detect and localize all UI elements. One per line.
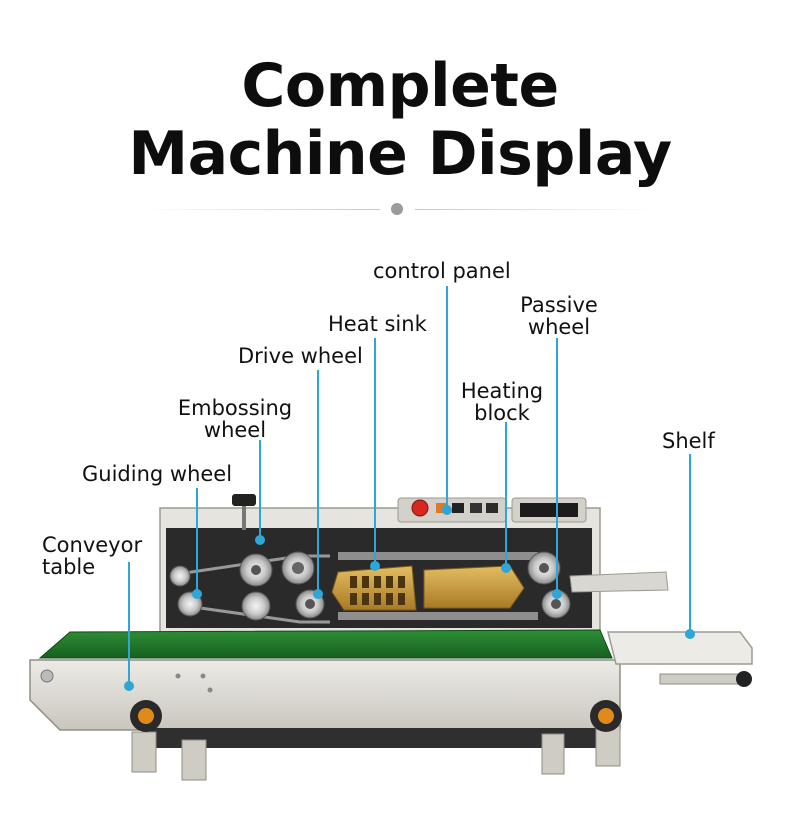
page-title-line-1: Complete: [241, 51, 559, 121]
title-divider-left: [140, 209, 380, 210]
label-embossing-wheel: Embossing wheel: [172, 397, 298, 441]
label-passive-wheel-line2: wheel: [527, 315, 591, 339]
conveyor-table: [29, 629, 753, 781]
label-drive-wheel: Drive wheel: [238, 344, 363, 368]
leader-dots: [124, 505, 695, 691]
label-heating-block-line1: Heating: [460, 379, 544, 403]
label-control-panel: control panel: [373, 259, 511, 283]
label-shelf: Shelf: [662, 429, 715, 453]
heat-sink: [331, 565, 417, 611]
tension-knob: [232, 494, 256, 530]
page-title-line-2: Machine Display: [128, 119, 672, 189]
title-divider-dot: [391, 203, 403, 215]
label-passive-wheel-line1: Passive: [520, 293, 598, 317]
height-adjust-knobs: [130, 700, 622, 732]
label-heating-block-line2: block: [474, 401, 530, 425]
label-conveyor-table: Conveyor table: [42, 534, 142, 578]
leader-lines: [128, 286, 691, 686]
heating-block: [338, 552, 538, 620]
wheels: [169, 551, 571, 621]
control-panel: [411, 499, 498, 517]
label-passive-wheel: Passive wheel: [516, 294, 602, 338]
label-guiding-wheel: Guiding wheel: [82, 462, 233, 486]
label-heating-block: Heating block: [454, 380, 550, 424]
label-heat-sink: Heat sink: [328, 312, 427, 336]
label-conveyor-table-line2: table: [42, 555, 96, 579]
shelf-arm: [569, 571, 669, 593]
label-conveyor-table-line1: Conveyor: [42, 533, 143, 557]
label-embossing-wheel-line1: Embossing: [177, 396, 293, 420]
label-embossing-wheel-line2: wheel: [203, 418, 267, 442]
title-divider-right: [415, 209, 655, 210]
